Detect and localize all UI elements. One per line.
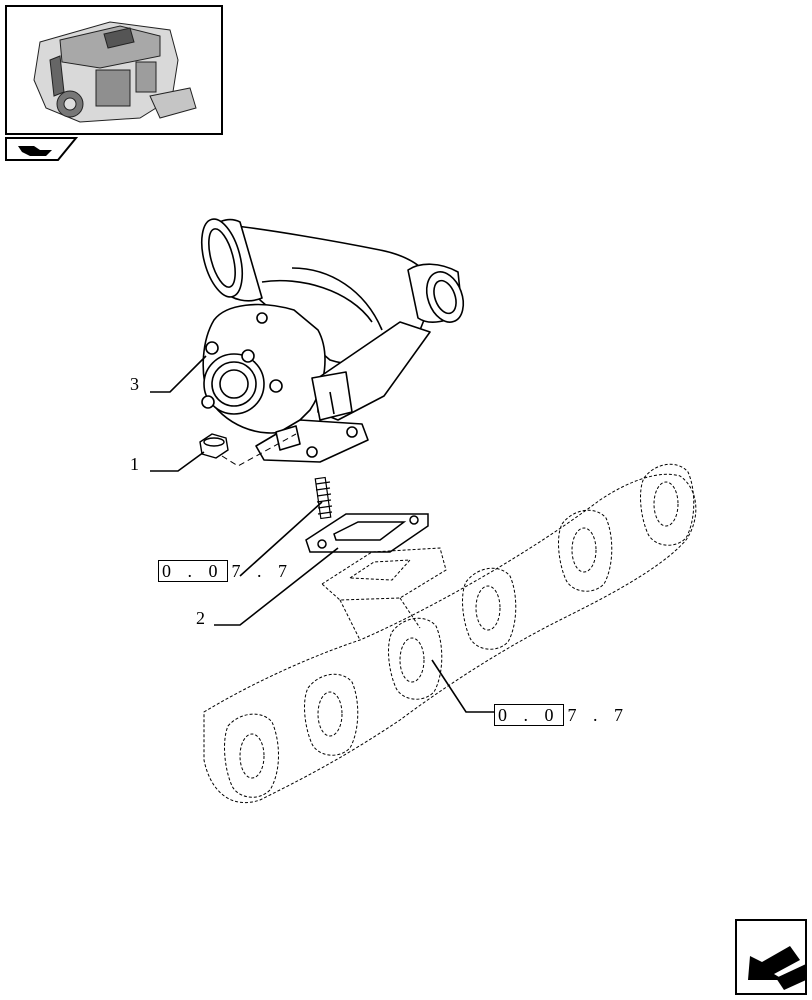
reference-boxed-part: 0 . 0 <box>494 704 564 726</box>
stud <box>314 476 333 520</box>
callout-3: 3 <box>130 374 139 394</box>
engine-thumbnail-icon[interactable] <box>5 5 223 135</box>
callout-1: 1 <box>130 454 139 474</box>
callout-2: 2 <box>196 608 205 628</box>
nut <box>199 433 229 459</box>
next-page-arrow-icon[interactable] <box>735 919 807 995</box>
assembly-line <box>221 433 297 467</box>
reference-boxed-part: 0 . 0 <box>158 560 228 582</box>
gasket <box>305 513 429 553</box>
leader-ref-bottom <box>431 659 494 713</box>
leader-ref-top <box>239 501 323 577</box>
leader-2 <box>214 547 339 626</box>
reference-rest-part: 7 . 7 <box>231 561 293 581</box>
leader-lines <box>150 355 494 713</box>
reference-rest-part: 7 . 7 <box>567 705 629 725</box>
section-tab-icon[interactable] <box>5 137 79 161</box>
leader-1 <box>150 451 205 472</box>
turbocharger <box>200 218 465 463</box>
leader-3 <box>150 355 207 393</box>
exhaust-manifold <box>203 463 697 804</box>
